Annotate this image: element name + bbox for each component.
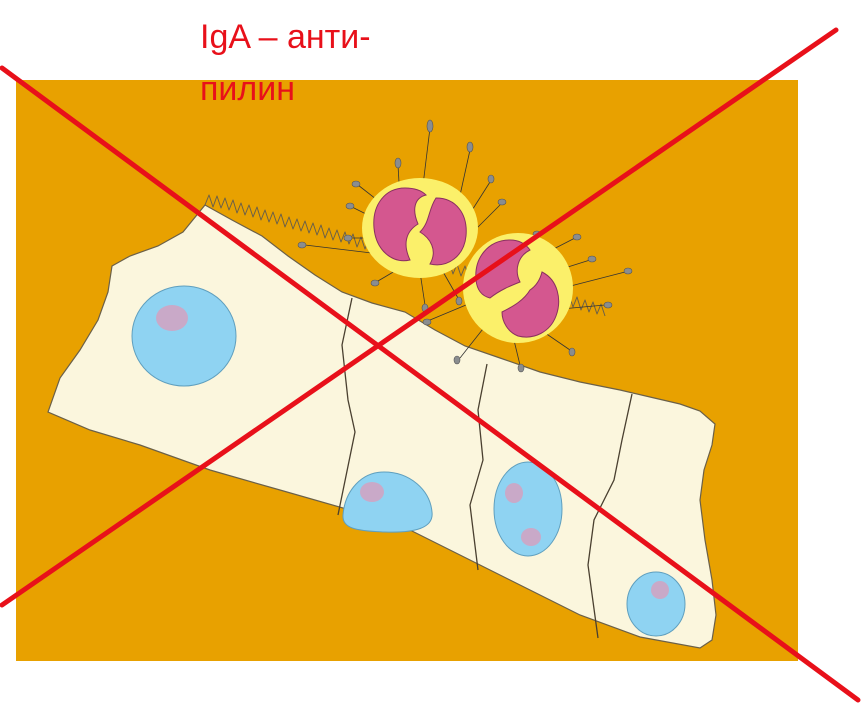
nucleolus [156, 305, 188, 331]
nucleus [627, 572, 685, 636]
nucleus [132, 286, 236, 386]
nucleolus [505, 483, 523, 503]
nucleolus [521, 528, 541, 546]
nucleolus [360, 482, 384, 502]
nucleolus [651, 581, 669, 599]
title-line-2: пилин [200, 72, 295, 106]
title-line-1: IgA – анти- [200, 20, 371, 54]
